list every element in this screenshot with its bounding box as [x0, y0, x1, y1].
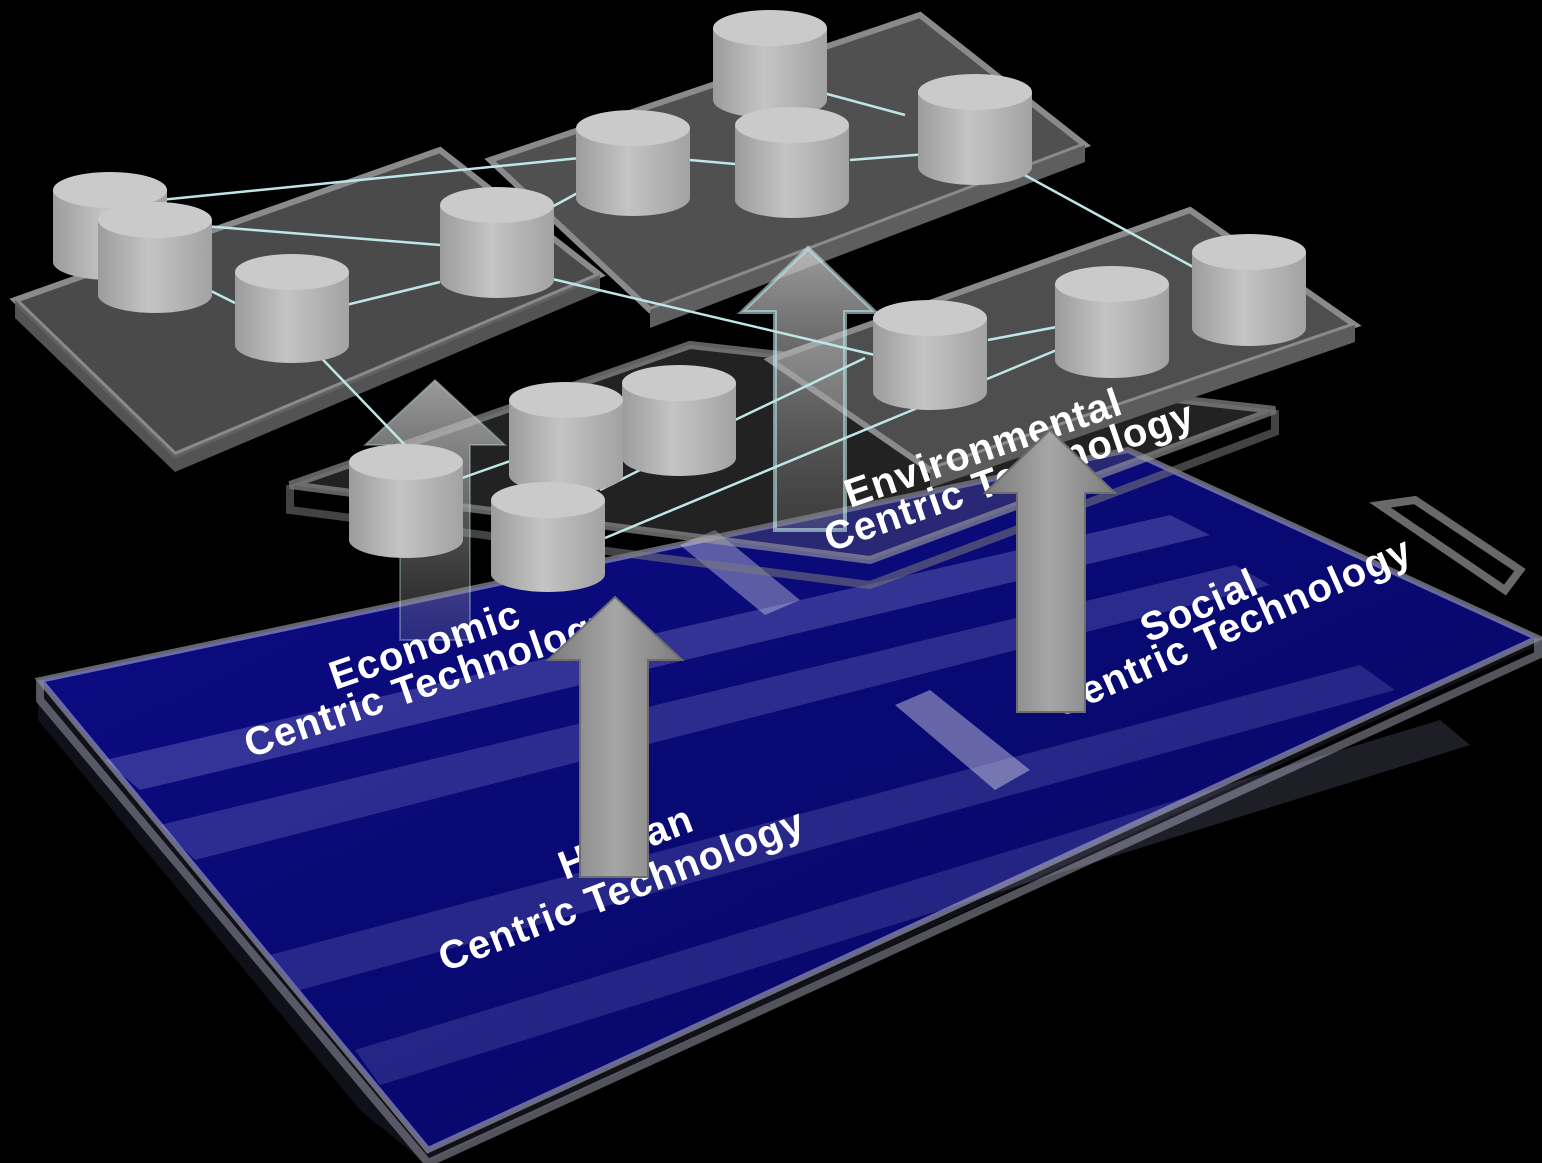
cylinder-node — [735, 107, 849, 218]
cylinder-node — [1192, 234, 1306, 346]
cylinder-node — [576, 110, 690, 216]
cylinder-node — [349, 444, 463, 558]
cylinder-node — [440, 187, 554, 298]
cylinder-node — [918, 74, 1032, 185]
node-cylinders — [53, 10, 1306, 592]
cylinder-node — [235, 254, 349, 363]
cylinder-node — [509, 382, 623, 493]
arrow-up-left — [545, 595, 685, 878]
ghost-arrow-right — [737, 245, 880, 532]
cylinder-node — [491, 482, 605, 592]
cylinder-node — [1055, 266, 1169, 378]
arrow-up-right — [982, 428, 1118, 713]
cylinder-node — [713, 10, 827, 118]
cylinder-node — [98, 202, 212, 313]
cylinder-node — [873, 300, 987, 410]
cylinder-node — [622, 365, 736, 476]
